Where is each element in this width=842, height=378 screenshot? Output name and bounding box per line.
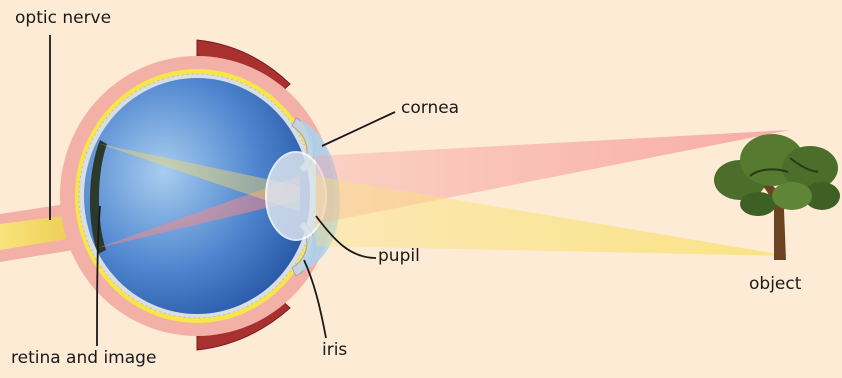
label-retina-and-image: retina and image bbox=[11, 348, 156, 368]
leader-cornea bbox=[322, 112, 395, 146]
label-iris: iris bbox=[322, 340, 347, 360]
label-cornea: cornea bbox=[401, 98, 459, 118]
label-object: object bbox=[749, 274, 801, 294]
label-pupil: pupil bbox=[378, 246, 420, 266]
label-optic-nerve: optic nerve bbox=[15, 8, 111, 28]
tree-object bbox=[714, 134, 840, 260]
